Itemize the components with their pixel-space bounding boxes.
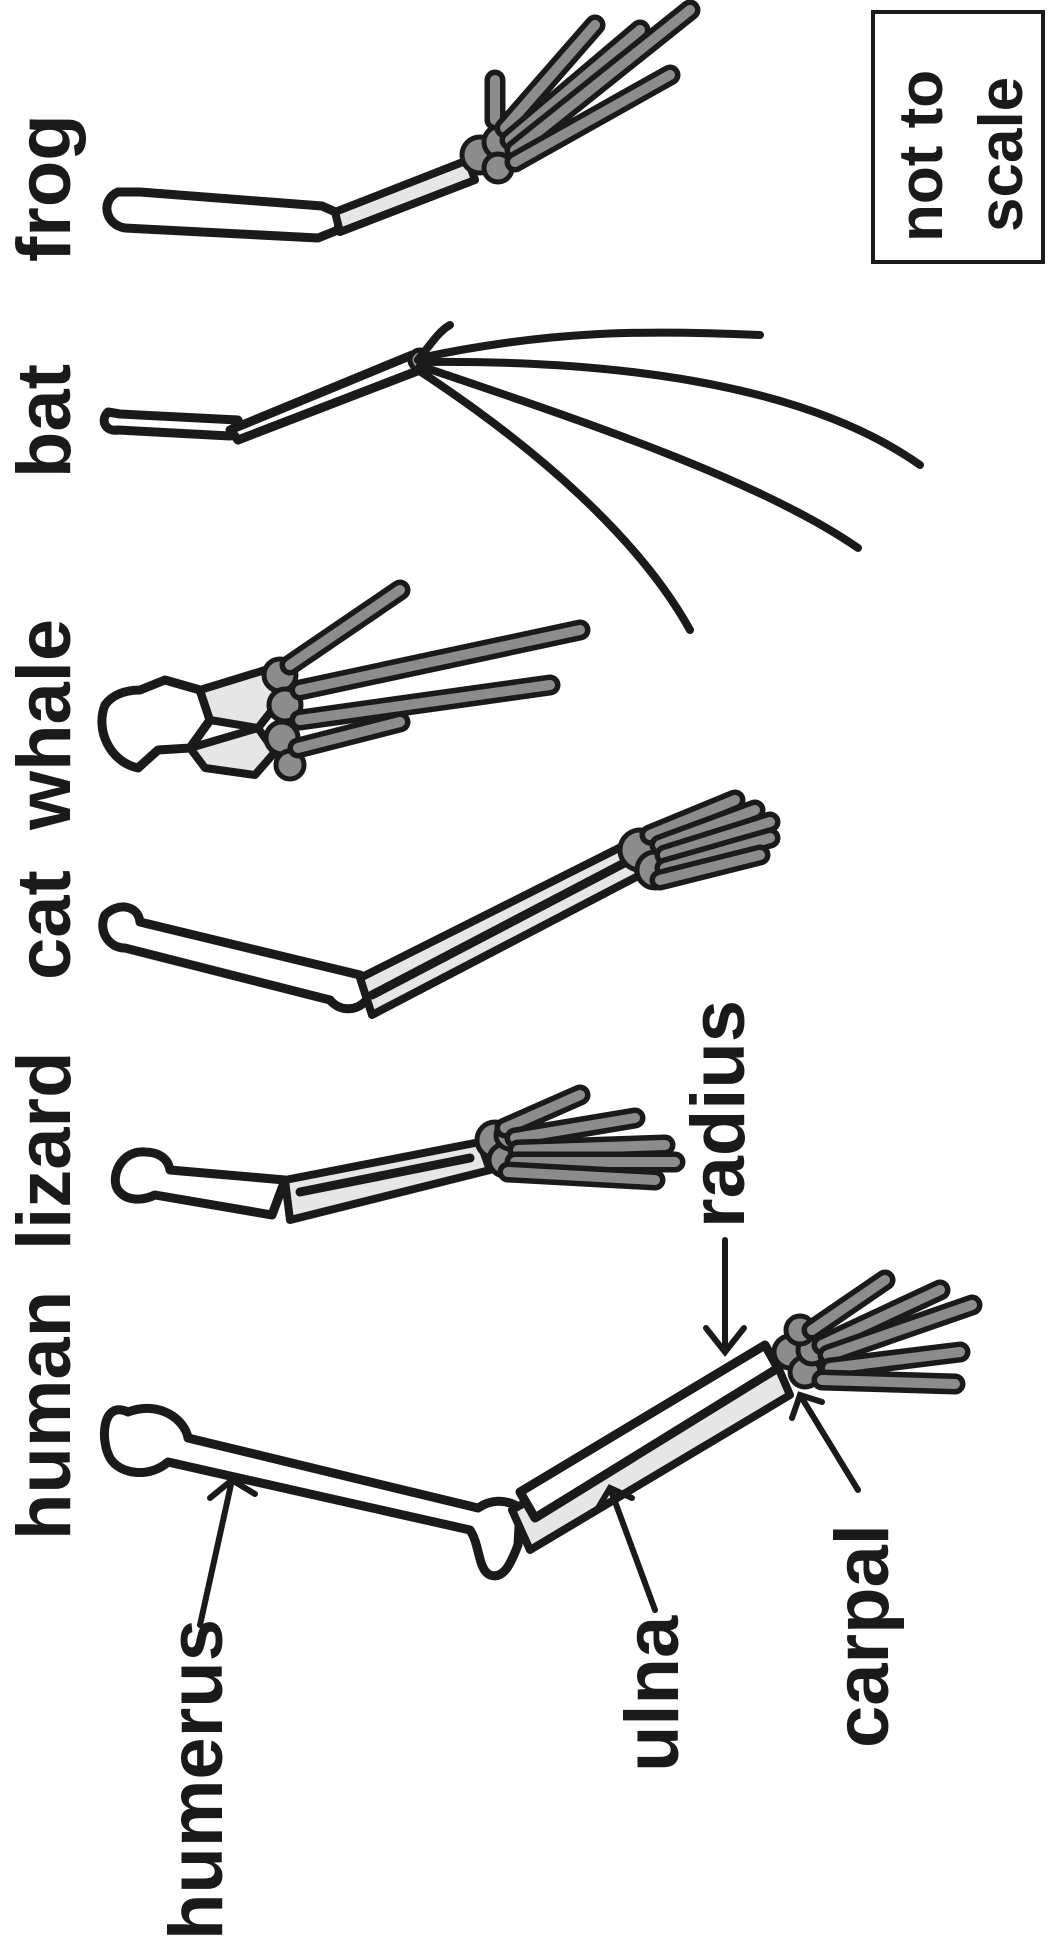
label-human: human — [2, 1291, 87, 1540]
bat-digits — [418, 325, 920, 630]
not-to-scale-line2: scale — [967, 77, 1036, 232]
frog-forearm — [335, 160, 475, 232]
pointer-carpal — [792, 1395, 858, 1490]
cat-humerus — [103, 907, 368, 1009]
cat-digits — [650, 800, 770, 880]
pointer-radius — [706, 1240, 744, 1352]
label-lizard: lizard — [2, 1052, 87, 1251]
frog-humerus — [107, 192, 340, 238]
frog-forelimb — [107, 10, 690, 238]
not-to-scale-line1: not to — [887, 70, 956, 242]
whale-forelimb — [102, 590, 580, 779]
human-digits — [812, 1280, 972, 1384]
whale-digits — [290, 590, 580, 748]
lizard-forearm — [285, 1142, 490, 1220]
label-carpal: carpal — [820, 1524, 905, 1748]
label-humerus: humerus — [154, 1619, 239, 1940]
human-humerus — [104, 1408, 520, 1575]
label-frog: frog — [2, 114, 87, 262]
pointer-humerus — [200, 1480, 255, 1625]
label-cat: cat — [2, 870, 87, 980]
label-ulna: ulna — [610, 1615, 695, 1772]
label-radius: radius — [676, 1000, 761, 1228]
cat-forelimb — [103, 800, 770, 1015]
label-whale: whale — [2, 619, 87, 831]
label-bat: bat — [2, 364, 87, 478]
frog-digits — [495, 10, 690, 162]
lizard-humerus — [115, 1152, 285, 1215]
lizard-forelimb — [115, 1095, 675, 1220]
bat-forearm — [230, 355, 420, 440]
human-radius — [520, 1345, 778, 1518]
bat-forelimb — [104, 325, 920, 630]
bat-humerus — [104, 412, 238, 436]
lizard-digits — [505, 1095, 675, 1180]
not-to-scale-note: not to scale — [873, 12, 1043, 262]
